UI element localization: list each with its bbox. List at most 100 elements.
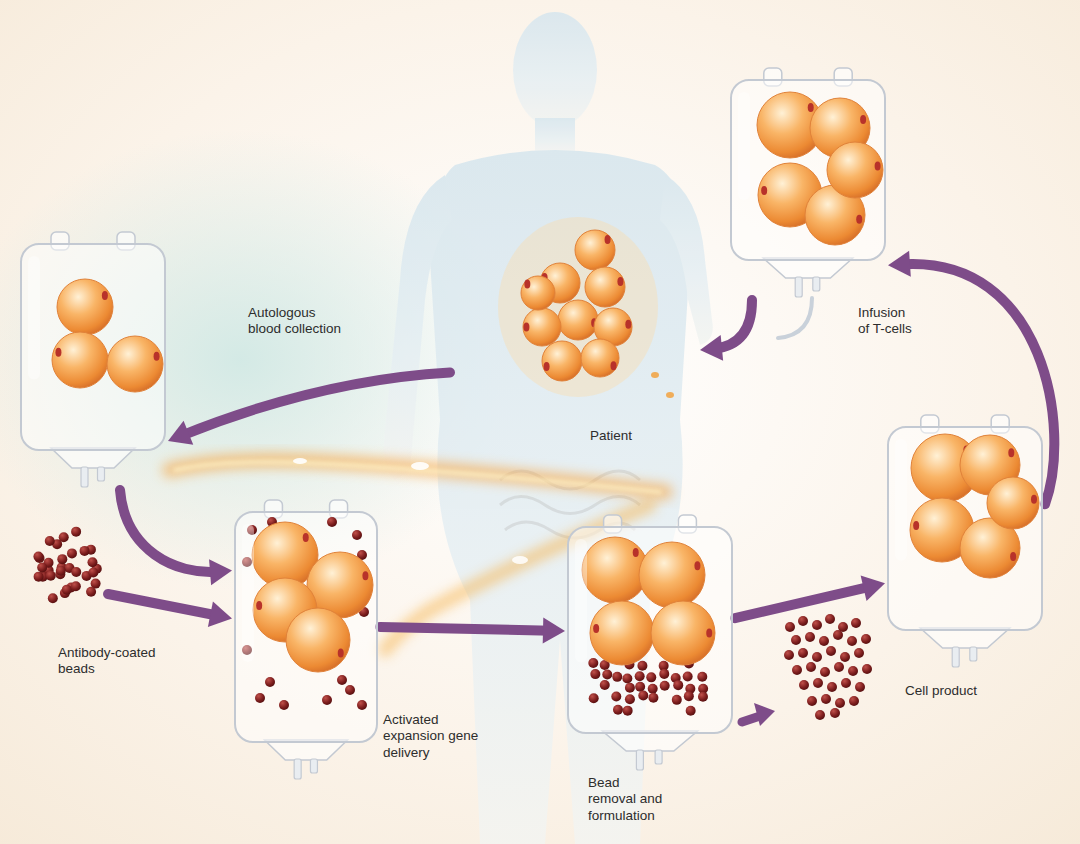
bead — [848, 666, 858, 676]
t-cell — [286, 608, 350, 672]
infusion-tube — [778, 298, 812, 338]
arrow-head — [208, 601, 232, 627]
arrow-head — [861, 576, 885, 601]
bead — [34, 572, 44, 582]
t-cell — [827, 142, 883, 198]
arrow-shaft — [380, 627, 551, 631]
patient-label: Patient — [590, 428, 632, 444]
cell-receptor — [523, 323, 529, 332]
bag-body — [731, 80, 885, 260]
glow-spark — [651, 372, 659, 378]
t-cell — [651, 601, 715, 665]
step-label: Infusion of T-cells — [858, 305, 915, 338]
bag-port — [294, 759, 301, 779]
bead — [80, 546, 90, 556]
bead — [683, 672, 693, 682]
culture-bag: Activated expansion gene delivery — [232, 500, 380, 782]
step-label: Autologous blood collection — [248, 305, 348, 338]
bead — [798, 616, 808, 626]
t-cell — [52, 332, 108, 388]
t-cell — [107, 336, 163, 392]
bead — [357, 700, 367, 710]
culture-bag-shape — [232, 500, 380, 782]
bag-body — [235, 512, 377, 742]
bead — [686, 706, 696, 716]
bag-body — [888, 427, 1042, 630]
bead — [345, 685, 355, 695]
process-arrow — [700, 300, 752, 361]
bead — [265, 677, 275, 687]
product-bag: Cell product — [885, 415, 1045, 670]
cell-receptor — [856, 215, 862, 224]
arrow-shaft — [120, 490, 218, 572]
bead — [48, 593, 58, 603]
cell-receptor — [256, 601, 262, 610]
bead — [799, 680, 809, 690]
bead — [86, 587, 96, 597]
bead — [812, 652, 822, 662]
bead — [805, 632, 815, 642]
bead — [71, 567, 81, 577]
bead — [841, 678, 851, 688]
cell-receptor — [55, 348, 61, 357]
bead — [834, 662, 844, 672]
arrow-head — [543, 618, 565, 644]
bead — [833, 630, 843, 640]
bead — [590, 669, 600, 679]
bead — [62, 585, 72, 595]
product-bag-shape — [885, 415, 1045, 670]
t-cell — [590, 601, 654, 665]
bead — [840, 652, 850, 662]
bead — [611, 692, 621, 702]
washing-bag: Bead removal and formulation — [565, 515, 735, 773]
bag-port — [795, 277, 802, 297]
t-cell — [585, 267, 625, 307]
bead — [672, 695, 682, 705]
bag-body — [568, 527, 732, 733]
cell-receptor — [694, 561, 700, 570]
arrow-shaft — [108, 594, 218, 616]
cell-receptor — [593, 624, 599, 633]
bead-cluster: Antibody-coated beads — [30, 522, 108, 612]
bead — [279, 700, 289, 710]
bead — [613, 705, 623, 715]
bead — [612, 672, 622, 682]
bead — [697, 672, 707, 682]
bead — [71, 527, 81, 537]
bag-body — [21, 244, 165, 450]
bead — [854, 648, 864, 658]
t-cell — [558, 300, 598, 340]
process-arrow — [108, 594, 232, 627]
cell-receptor — [913, 521, 919, 530]
bag-gloss — [738, 92, 750, 200]
patient-region-shape — [450, 215, 700, 465]
bag-port — [636, 750, 643, 770]
step-label: Cell product — [905, 683, 977, 699]
cell-receptor — [808, 103, 814, 112]
glow-spark — [666, 392, 674, 398]
arrow-head — [209, 559, 232, 585]
arrow-shaft — [735, 586, 871, 618]
bag-gloss — [575, 539, 587, 663]
blood-bag: Autologous blood collection — [18, 232, 168, 490]
removal-arrow-shaft — [742, 716, 760, 722]
bead — [589, 693, 599, 703]
cell-receptor — [544, 362, 550, 371]
bead — [806, 662, 816, 672]
bead — [673, 680, 683, 690]
bead — [648, 684, 658, 694]
bead — [87, 557, 97, 567]
cell-receptor — [1008, 448, 1014, 457]
t-cell — [57, 279, 113, 335]
bead — [600, 680, 610, 690]
arrow-head — [700, 335, 723, 361]
bead — [37, 562, 47, 572]
bead — [625, 683, 635, 693]
cell-receptor — [1031, 495, 1037, 504]
bead — [637, 661, 647, 671]
bead — [622, 673, 632, 683]
bead-cluster-shape — [30, 522, 108, 612]
bag-gloss — [28, 256, 40, 380]
bag-port — [98, 467, 105, 481]
